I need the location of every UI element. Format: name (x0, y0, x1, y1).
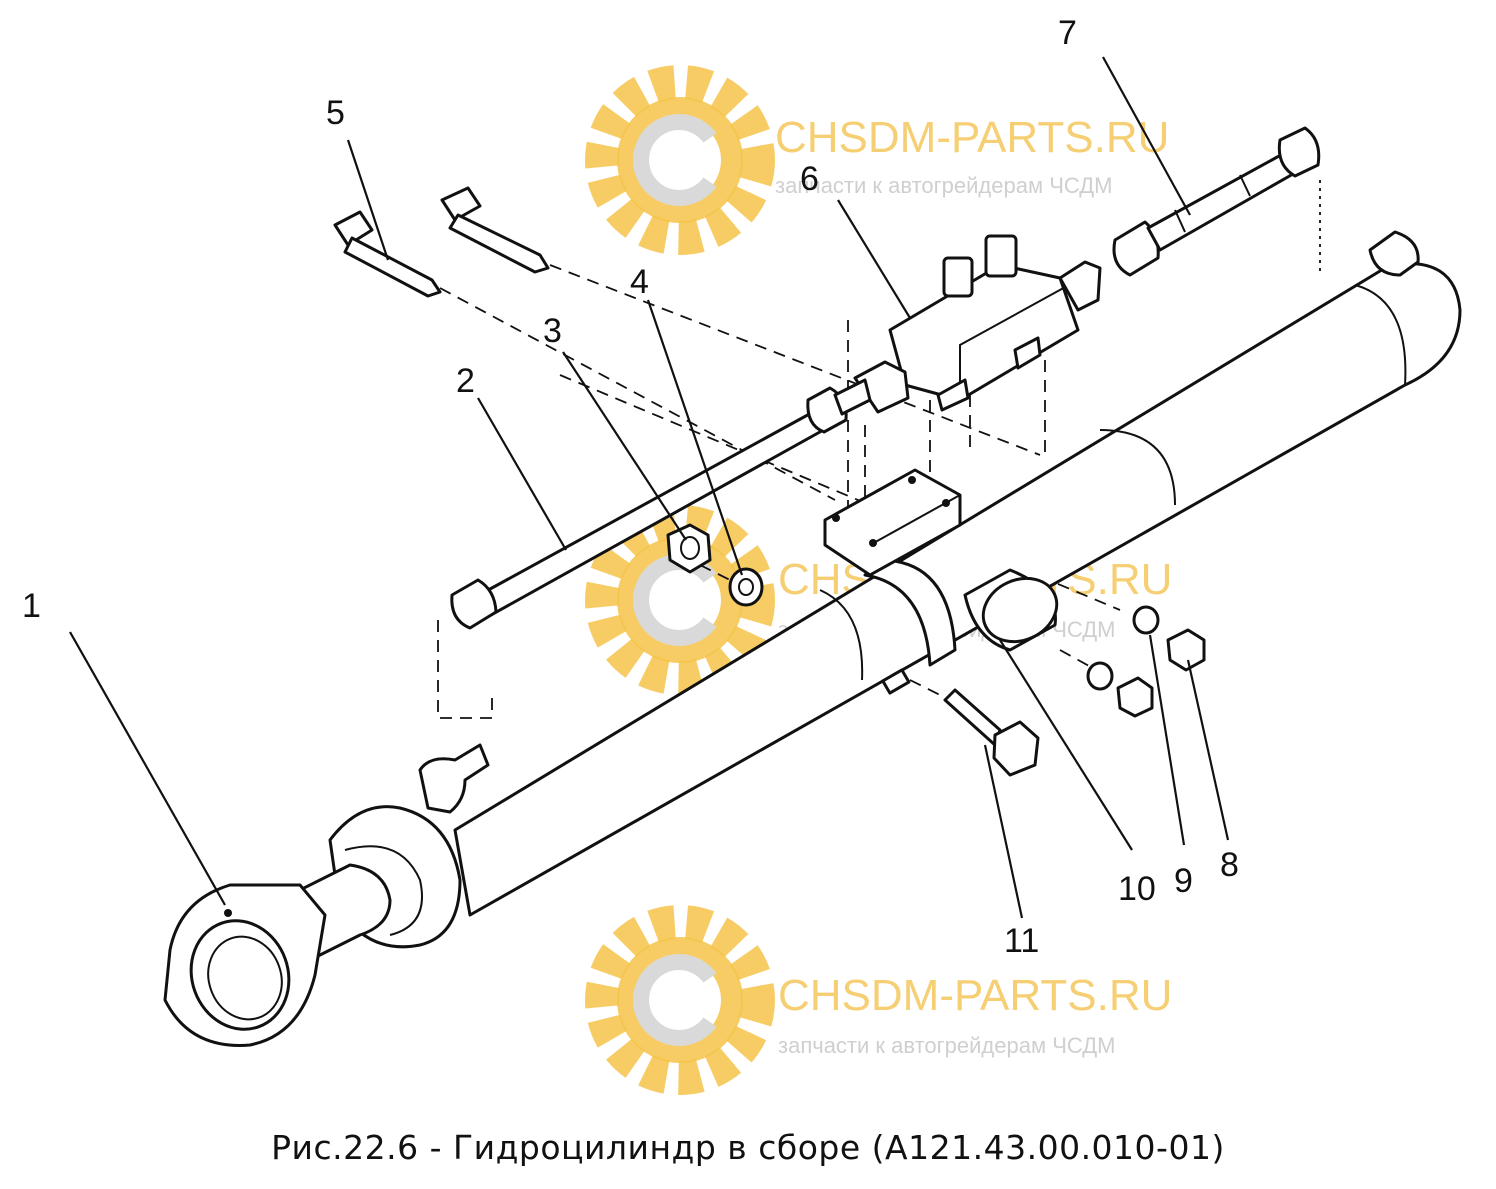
part-5-bolts (333, 186, 550, 298)
watermark-bottom: CHSDM-PARTS.RU запчасти к автогрейдерам … (585, 905, 1172, 1095)
callout-1: 1 (22, 587, 41, 625)
callout-7: 7 (1058, 14, 1077, 52)
part-8-nuts (1116, 628, 1206, 718)
callout-5: 5 (326, 94, 345, 132)
leader-lines (69, 56, 1230, 919)
gear-logo-icon (585, 905, 775, 1095)
watermark-top: CHSDM-PARTS.RU запчасти к автогрейдерам … (585, 65, 1169, 255)
part-9-washers (1086, 605, 1160, 691)
gear-logo-icon (585, 65, 775, 255)
watermark-subtitle: запчасти к автогрейдерам ЧСДМ (778, 1033, 1116, 1058)
part-4-washer (728, 567, 764, 607)
callout-11: 11 (1004, 922, 1039, 960)
callout-2: 2 (456, 362, 475, 400)
watermark-title: CHSDM-PARTS.RU (775, 113, 1169, 162)
part-2-pipe (450, 386, 848, 630)
part-3-nut (666, 523, 712, 574)
callout-3: 3 (543, 312, 562, 350)
part-7-hose (1112, 126, 1321, 277)
callout-9: 9 (1174, 862, 1193, 900)
hydraulic-cylinder-body (163, 230, 1462, 1047)
mounting-plate (823, 468, 962, 577)
watermark-title: CHSDM-PARTS.RU (778, 971, 1172, 1020)
callout-10: 10 (1118, 870, 1156, 908)
callout-4: 4 (630, 263, 649, 301)
watermark-subtitle: запчасти к автогрейдерам ЧСДМ (775, 173, 1113, 198)
part-11-bolt (943, 688, 1040, 777)
figure-caption: Рис.22.6 - Гидроцилиндр в сборе (А121.43… (271, 1128, 1225, 1167)
part-6-valve-block (833, 234, 1102, 416)
callout-6: 6 (800, 160, 819, 198)
callout-numbers: 1 2 3 4 5 6 7 8 9 10 11 (22, 14, 1239, 960)
callout-8: 8 (1220, 846, 1239, 884)
